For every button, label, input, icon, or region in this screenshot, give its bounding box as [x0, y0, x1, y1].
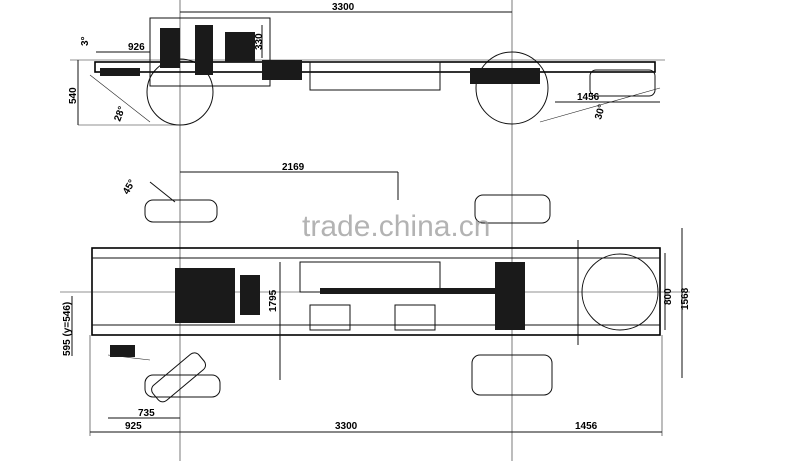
- chassis-frame: [91, 247, 661, 336]
- dim-540: 540: [68, 87, 79, 104]
- dim-wheelbase-bottom: 3300: [335, 421, 358, 432]
- spare-tire-side: [589, 69, 656, 97]
- rear-wheel-bottom: [471, 354, 553, 396]
- dim-595: 595 (y=546): [62, 302, 73, 356]
- dim-1568: 1568: [680, 287, 691, 310]
- dim-1795: 1795: [268, 289, 279, 312]
- side-view: 3300 926 330 540 3° 28° 1456 30°: [68, 2, 665, 126]
- angle-28: 28°: [112, 105, 128, 123]
- dim-330: 330: [254, 33, 265, 50]
- watermark: trade.china.cn: [302, 210, 490, 243]
- dim-925: 925: [125, 421, 142, 432]
- dim-wheelbase-top: 3300: [332, 2, 355, 13]
- dim-1456-side: 1456: [577, 92, 600, 103]
- spare-tire-top: [581, 253, 659, 331]
- plan-view: 2169 45° 800 1568 595 (y=546): [60, 162, 691, 436]
- steered-wheel: [144, 374, 221, 398]
- front-wheel-top: [144, 199, 218, 223]
- rear-wheel-top: [474, 194, 551, 224]
- dim-926: 926: [128, 42, 145, 53]
- angle-45-top: 45°: [121, 178, 138, 197]
- dim-2169: 2169: [282, 162, 305, 173]
- dim-735: 735: [138, 408, 155, 419]
- angle-3: 3°: [80, 36, 91, 46]
- dim-800: 800: [663, 288, 674, 305]
- angle-30: 30°: [593, 103, 608, 120]
- rear-wheel-side: [475, 51, 549, 125]
- dim-1456-bottom: 1456: [575, 421, 598, 432]
